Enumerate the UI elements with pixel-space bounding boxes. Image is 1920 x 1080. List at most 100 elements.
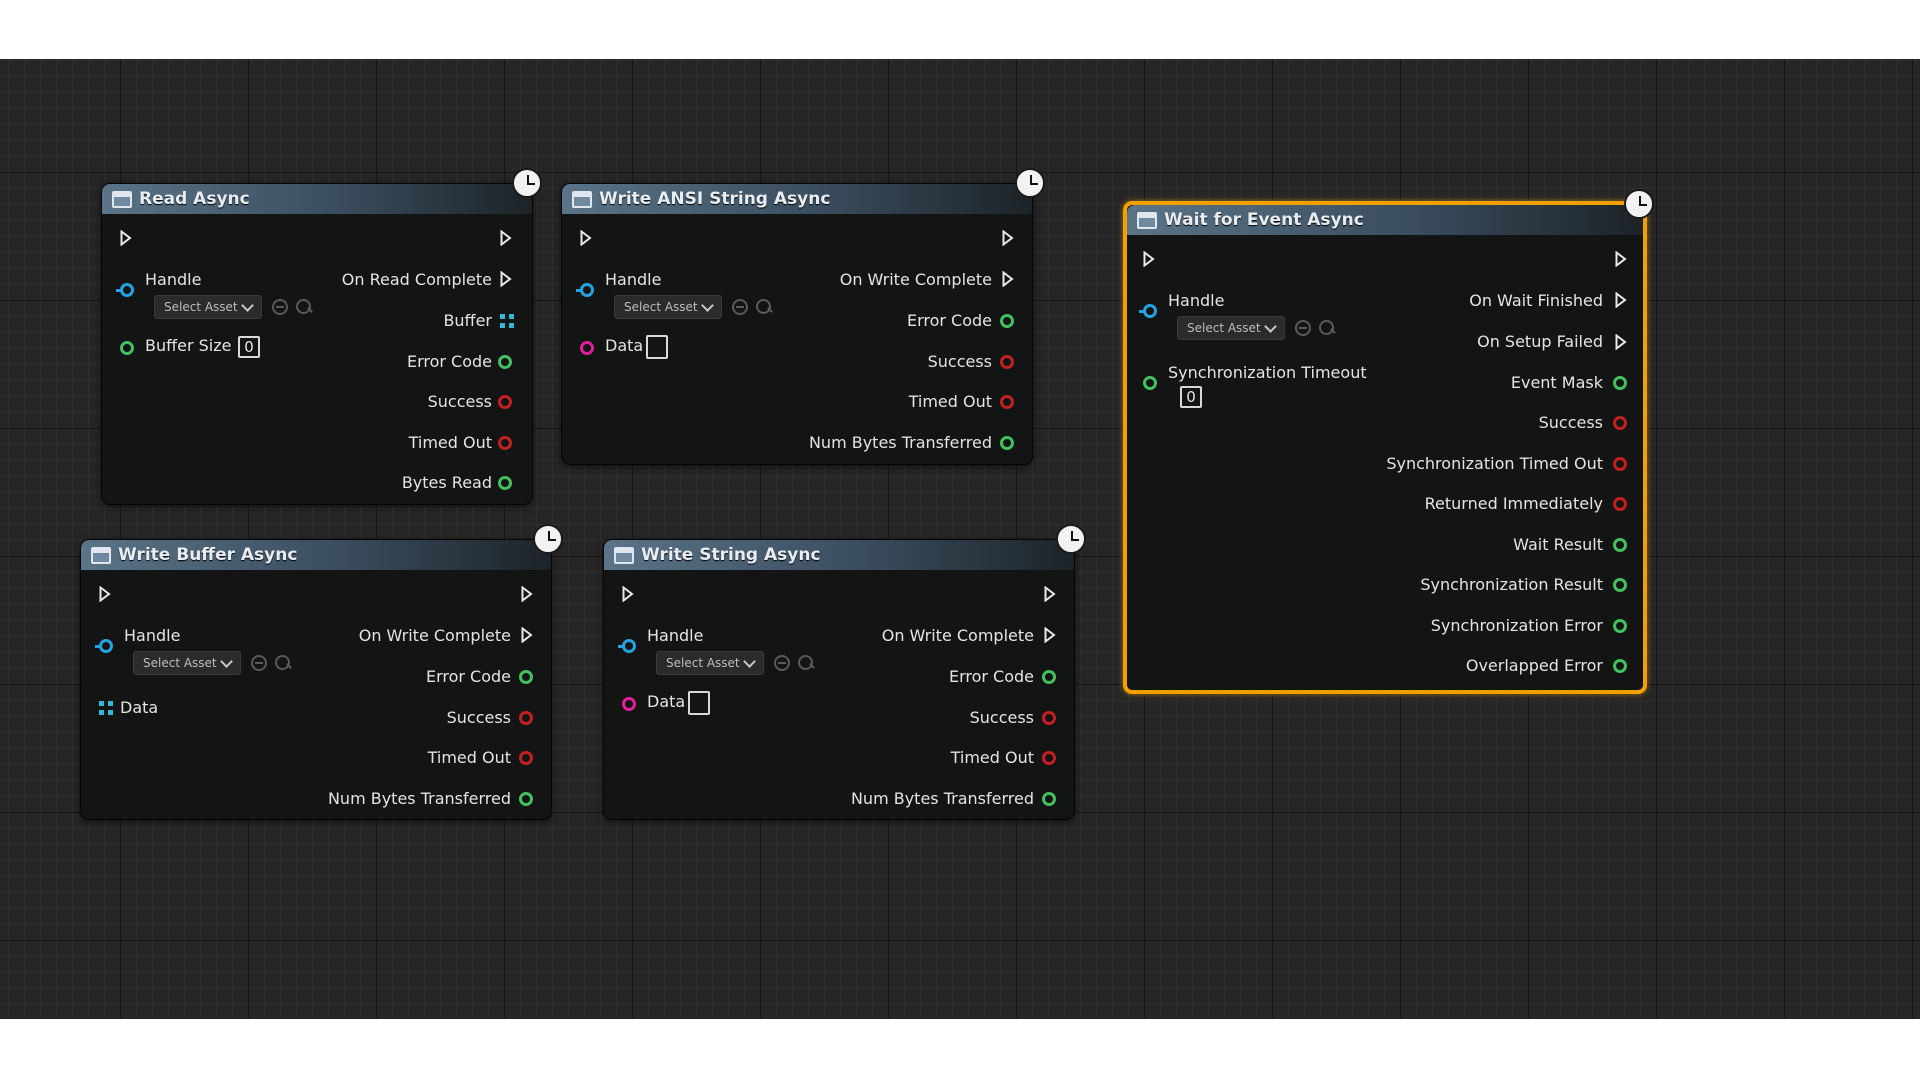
data-pin[interactable] bbox=[622, 697, 636, 711]
sync-timeout-pin[interactable] bbox=[1143, 376, 1157, 390]
asset-select-dropdown[interactable]: Select Asset bbox=[656, 651, 764, 675]
exec-out-pin[interactable] bbox=[500, 230, 512, 246]
function-icon bbox=[572, 190, 592, 208]
exec-out-pin[interactable] bbox=[1002, 230, 1014, 246]
timed-out-pin[interactable] bbox=[1042, 751, 1056, 765]
exec-in-pin[interactable] bbox=[580, 230, 592, 246]
error-code-pin[interactable] bbox=[1000, 314, 1014, 328]
exec-out-on-write-complete-pin[interactable] bbox=[1044, 627, 1056, 643]
output-error-code-label: Error Code bbox=[906, 311, 992, 330]
asset-select-placeholder: Select Asset bbox=[1187, 321, 1261, 335]
num-bytes-transferred-pin[interactable] bbox=[519, 792, 533, 806]
exec-in-pin[interactable] bbox=[622, 586, 634, 602]
node-header[interactable]: Write Buffer Async bbox=[81, 540, 551, 570]
node-write-ansi-string-async[interactable]: Write ANSI String Async Handle Select As… bbox=[561, 183, 1033, 465]
sync-timed-out-pin[interactable] bbox=[1613, 457, 1627, 471]
handle-pin[interactable] bbox=[116, 283, 134, 297]
data-pin[interactable] bbox=[580, 341, 594, 355]
output-num-bytes-transferred-label: Num Bytes Transferred bbox=[327, 789, 511, 808]
output-returned-immediately-label: Returned Immediately bbox=[1424, 494, 1603, 513]
timed-out-pin[interactable] bbox=[519, 751, 533, 765]
node-read-async[interactable]: Read Async Handle Select Asset Buffer Si… bbox=[101, 183, 533, 505]
exec-out-on-wait-finished-pin[interactable] bbox=[1615, 292, 1627, 308]
browse-icon[interactable] bbox=[1295, 320, 1311, 336]
asset-select-placeholder: Select Asset bbox=[666, 656, 740, 670]
browse-icon[interactable] bbox=[272, 299, 288, 315]
buffer-size-input[interactable]: 0 bbox=[238, 336, 260, 358]
sync-result-pin[interactable] bbox=[1613, 578, 1627, 592]
sync-error-pin[interactable] bbox=[1613, 619, 1627, 633]
wait-result-pin[interactable] bbox=[1613, 538, 1627, 552]
timed-out-pin[interactable] bbox=[1000, 395, 1014, 409]
event-mask-pin[interactable] bbox=[1613, 376, 1627, 390]
num-bytes-transferred-pin[interactable] bbox=[1042, 792, 1056, 806]
returned-immediately-pin[interactable] bbox=[1613, 497, 1627, 511]
success-pin[interactable] bbox=[1613, 416, 1627, 430]
asset-select-dropdown[interactable]: Select Asset bbox=[1177, 316, 1285, 340]
node-wait-for-event-async[interactable]: Wait for Event Async Handle Select Asset… bbox=[1123, 201, 1647, 694]
function-icon bbox=[91, 546, 111, 564]
node-header[interactable]: Write ANSI String Async bbox=[562, 184, 1032, 214]
asset-select-dropdown[interactable]: Select Asset bbox=[133, 651, 241, 675]
browse-icon[interactable] bbox=[774, 655, 790, 671]
data-array-pin[interactable] bbox=[99, 701, 113, 715]
success-pin[interactable] bbox=[1000, 355, 1014, 369]
handle-pin[interactable] bbox=[618, 639, 636, 653]
error-code-pin[interactable] bbox=[1042, 670, 1056, 684]
exec-in-pin[interactable] bbox=[1143, 251, 1155, 267]
output-sync-timed-out-label: Synchronization Timed Out bbox=[1386, 454, 1603, 473]
node-write-string-async[interactable]: Write String Async Handle Select Asset D… bbox=[603, 539, 1075, 820]
node-title: Write ANSI String Async bbox=[599, 189, 831, 209]
data-text-input[interactable] bbox=[688, 691, 710, 715]
exec-out-on-setup-failed-pin[interactable] bbox=[1615, 334, 1627, 350]
buffer-size-pin[interactable] bbox=[120, 341, 134, 355]
data-text-input[interactable] bbox=[646, 335, 668, 359]
handle-pin[interactable] bbox=[95, 639, 113, 653]
browse-icon[interactable] bbox=[251, 655, 267, 671]
exec-out-pin[interactable] bbox=[521, 586, 533, 602]
blueprint-graph-canvas[interactable]: Read Async Handle Select Asset Buffer Si… bbox=[0, 59, 1920, 1019]
search-icon[interactable] bbox=[275, 655, 291, 671]
data-label: Data bbox=[647, 692, 686, 711]
output-buffer-label: Buffer bbox=[443, 311, 492, 330]
buffer-array-pin[interactable] bbox=[500, 314, 514, 328]
exec-out-on-read-complete-pin[interactable] bbox=[500, 271, 512, 287]
error-code-pin[interactable] bbox=[498, 355, 512, 369]
exec-in-pin[interactable] bbox=[120, 230, 132, 246]
handle-pin[interactable] bbox=[576, 283, 594, 297]
success-pin[interactable] bbox=[498, 395, 512, 409]
exec-out-on-write-complete-pin[interactable] bbox=[1002, 271, 1014, 287]
output-event-mask-label: Event Mask bbox=[1510, 373, 1603, 392]
success-pin[interactable] bbox=[1042, 711, 1056, 725]
node-header[interactable]: Write String Async bbox=[604, 540, 1074, 570]
exec-out-pin[interactable] bbox=[1615, 251, 1627, 267]
timed-out-pin[interactable] bbox=[498, 436, 512, 450]
num-bytes-transferred-pin[interactable] bbox=[1000, 436, 1014, 450]
node-title: Read Async bbox=[139, 189, 250, 209]
clock-icon bbox=[1015, 168, 1045, 198]
search-icon[interactable] bbox=[296, 299, 312, 315]
output-error-code-label: Error Code bbox=[948, 667, 1034, 686]
clock-icon bbox=[512, 168, 542, 198]
handle-pin[interactable] bbox=[1139, 304, 1157, 318]
success-pin[interactable] bbox=[519, 711, 533, 725]
browse-icon[interactable] bbox=[732, 299, 748, 315]
bytes-read-pin[interactable] bbox=[498, 476, 512, 490]
output-timed-out-label: Timed Out bbox=[408, 433, 492, 452]
error-code-pin[interactable] bbox=[519, 670, 533, 684]
exec-out-pin[interactable] bbox=[1044, 586, 1056, 602]
overlapped-error-pin[interactable] bbox=[1613, 659, 1627, 673]
search-icon[interactable] bbox=[756, 299, 772, 315]
sync-timeout-input[interactable]: 0 bbox=[1180, 386, 1202, 408]
node-header[interactable]: Read Async bbox=[102, 184, 532, 214]
output-timed-out-label: Timed Out bbox=[950, 748, 1034, 767]
node-write-buffer-async[interactable]: Write Buffer Async Handle Select Asset D… bbox=[80, 539, 552, 820]
exec-out-on-write-complete-pin[interactable] bbox=[521, 627, 533, 643]
output-error-code-label: Error Code bbox=[425, 667, 511, 686]
exec-in-pin[interactable] bbox=[99, 586, 111, 602]
search-icon[interactable] bbox=[1319, 320, 1335, 336]
node-header[interactable]: Wait for Event Async bbox=[1127, 205, 1643, 235]
search-icon[interactable] bbox=[798, 655, 814, 671]
asset-select-dropdown[interactable]: Select Asset bbox=[614, 295, 722, 319]
asset-select-dropdown[interactable]: Select Asset bbox=[154, 295, 262, 319]
